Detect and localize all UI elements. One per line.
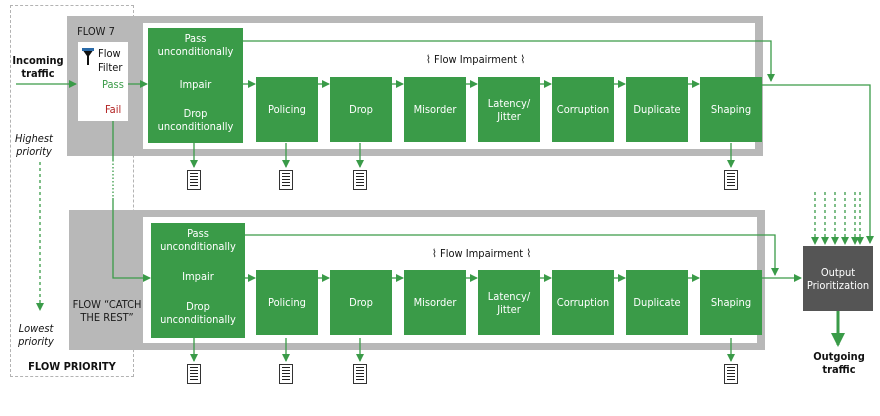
flow-catch-the-rest-stage-shaping[interactable]: Shaping — [700, 270, 762, 335]
stage-label: Drop — [349, 103, 373, 116]
funnel-icon — [82, 48, 94, 65]
stage-label: Corruption — [556, 296, 610, 309]
output-prioritization-label: Output Prioritization — [806, 265, 870, 292]
flow-7-title: FLOW 7 — [77, 25, 115, 38]
flow-catch-the-rest-impairment-label: ⌇ Flow Impairment ⌇ — [432, 247, 531, 260]
filter-pass-label: Pass — [102, 78, 124, 91]
flow-7-stage-duplicate[interactable]: Duplicate — [626, 77, 688, 142]
entry-pass-label: Pass unconditionally — [160, 227, 236, 253]
flow-7-entry-block[interactable]: Pass unconditionally Impair Drop uncondi… — [148, 28, 243, 143]
flow-7-stage-drop[interactable]: Drop — [330, 77, 392, 142]
lightning-icon: ⌇ — [426, 53, 431, 66]
flow-catch-the-rest-stage-corruption[interactable]: Corruption — [552, 270, 614, 335]
lowest-priority-label: Lowest priority — [18, 322, 54, 348]
fail-arrow — [112, 198, 151, 282]
flow-catch-the-rest-title: FLOW “CATCH THE REST” — [72, 298, 142, 324]
flow-catch-the-rest-bypass-line — [245, 234, 779, 276]
flow-7-impairment-label: ⌇ Flow Impairment ⌇ — [426, 53, 525, 66]
stage-label: Latency/ Jitter — [487, 96, 531, 123]
stage-label: Misorder — [413, 103, 457, 116]
stage-label: Policing — [268, 296, 306, 309]
impairment-text: Flow Impairment — [440, 247, 524, 260]
stage-label: Duplicate — [633, 296, 681, 309]
outgoing-traffic-label: Outgoing traffic — [813, 350, 865, 376]
log-document-icon — [353, 364, 367, 384]
log-document-icon — [724, 364, 738, 384]
stage-label: Drop — [349, 296, 373, 309]
stage-label: Duplicate — [633, 103, 681, 116]
filter-fail-label: Fail — [105, 103, 122, 116]
log-document-icon — [353, 170, 367, 190]
flow-7-stage-shaping[interactable]: Shaping — [700, 77, 762, 142]
flow-filter[interactable]: Flow Filter Pass Fail — [78, 42, 128, 121]
log-document-icon — [187, 364, 201, 384]
flow-7-stage-policing[interactable]: Policing — [256, 77, 318, 142]
flow-7-stage-misorder[interactable]: Misorder — [404, 77, 466, 142]
stage-label: Corruption — [556, 103, 610, 116]
entry-drop-label: Drop unconditionally — [157, 107, 234, 133]
log-document-icon — [724, 170, 738, 190]
lightning-icon: ⌇ — [526, 247, 532, 260]
flow-7-stage-corruption[interactable]: Corruption — [552, 77, 614, 142]
flow-catch-the-rest-entry-block[interactable]: Pass unconditionally Impair Drop uncondi… — [151, 223, 245, 338]
entry-drop-label: Drop unconditionally — [160, 300, 236, 326]
flow-priority-title: FLOW PRIORITY — [28, 360, 116, 373]
flow-catch-the-rest-stage-policing[interactable]: Policing — [256, 270, 318, 335]
lightning-icon: ⌇ — [520, 53, 526, 66]
stage-label: Misorder — [413, 296, 457, 309]
log-document-icon — [187, 170, 201, 190]
stage-label: Policing — [268, 103, 306, 116]
stage-label: Latency/ Jitter — [487, 289, 531, 316]
flow-filter-line1: Flow — [98, 47, 121, 60]
entry-pass-label: Pass unconditionally — [157, 32, 234, 58]
stage-label: Shaping — [710, 296, 752, 309]
flow-7-bypass-line — [243, 40, 775, 82]
flow-7-exit-line — [750, 84, 874, 244]
entry-impair-label: Impair — [179, 78, 212, 91]
incoming-traffic-label: Incoming traffic — [12, 54, 64, 80]
flow-catch-the-rest-stage-duplicate[interactable]: Duplicate — [626, 270, 688, 335]
flow-filter-line2: Filter — [98, 61, 123, 74]
impairment-text: Flow Impairment — [434, 53, 518, 66]
flow-catch-the-rest-stage-latency-jitter[interactable]: Latency/ Jitter — [478, 270, 540, 335]
lightning-icon: ⌇ — [432, 247, 437, 260]
log-document-icon — [279, 364, 293, 384]
output-prioritization-box[interactable]: Output Prioritization — [803, 246, 873, 311]
flow-catch-the-rest-stage-misorder[interactable]: Misorder — [404, 270, 466, 335]
entry-impair-label: Impair — [182, 270, 214, 283]
stage-label: Shaping — [710, 103, 752, 116]
flow-7-stage-latency-jitter[interactable]: Latency/ Jitter — [478, 77, 540, 142]
log-document-icon — [279, 170, 293, 190]
flow-catch-the-rest-stage-drop[interactable]: Drop — [330, 270, 392, 335]
highest-priority-label: Highest priority — [15, 132, 53, 158]
flow-priority-frame — [10, 5, 134, 377]
